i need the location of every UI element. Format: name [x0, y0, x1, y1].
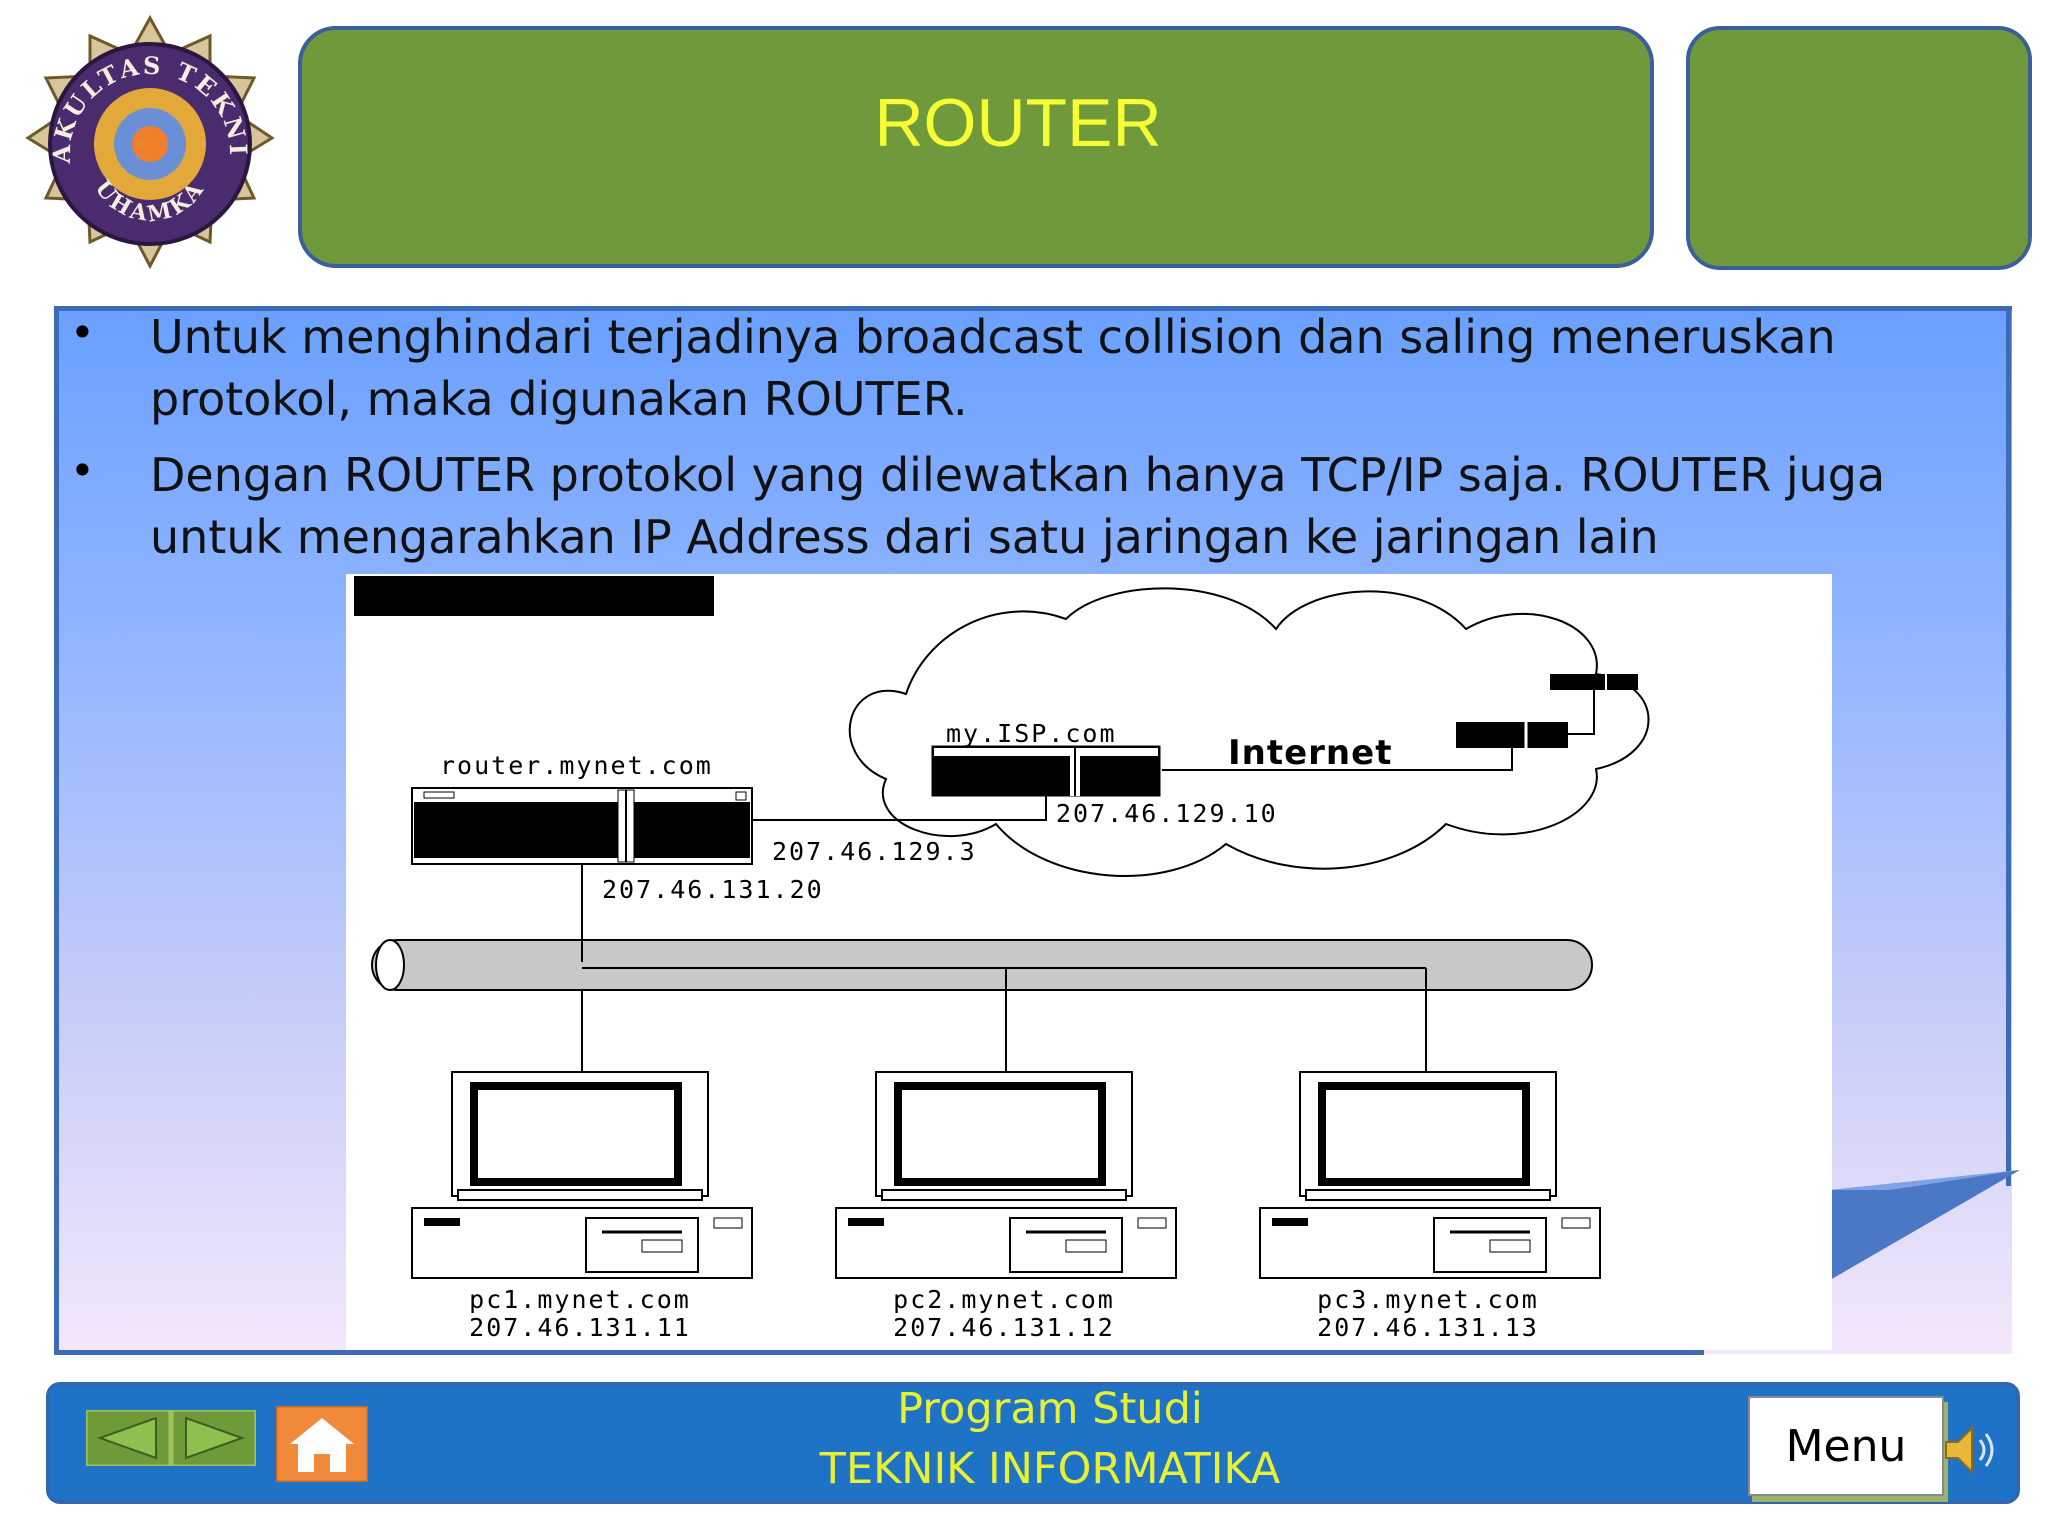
arrow-left-icon	[97, 1416, 157, 1460]
home-icon	[290, 1418, 354, 1472]
nav-buttons	[86, 1410, 256, 1466]
router-name-label: router.mynet.com	[440, 751, 713, 780]
faculty-logo: FAKULTAS TEKNIK UHAMKA	[10, 14, 275, 270]
footer-department: TEKNIK INFORMATIKA	[819, 1444, 1281, 1494]
isp-ip-label: 207.46.129.10	[1056, 799, 1278, 828]
pc-name-label: pc3.mynet.com	[1317, 1285, 1539, 1314]
slide-title: ROUTER	[874, 85, 1162, 161]
pc-1	[411, 1071, 753, 1279]
internet-label: Internet	[1228, 733, 1392, 773]
bullet-text-2: Dengan ROUTER protokol yang dilewatkan h…	[150, 448, 1886, 564]
pc-3	[1259, 1071, 1601, 1279]
network-diagram: my.ISP.com Internet 207.46.129.10 router…	[346, 574, 1832, 1350]
page-curl-decoration	[1830, 1170, 2020, 1280]
side-banner	[1686, 26, 2032, 270]
footer-bar	[46, 1382, 2020, 1504]
title-banner	[298, 26, 1654, 268]
menu-button[interactable]: Menu	[1748, 1396, 1944, 1496]
pc-ip-label: 207.46.131.11	[469, 1313, 691, 1342]
pc-name-label: pc1.mynet.com	[469, 1285, 691, 1314]
bullet-marker: •	[70, 446, 95, 495]
pc-ip-label: 207.46.131.12	[893, 1313, 1115, 1342]
network-bus	[371, 939, 1593, 991]
bullet-text-1: Untuk menghindari terjadinya broadcast c…	[150, 310, 1836, 426]
prev-button[interactable]	[86, 1410, 172, 1466]
speaker-icon[interactable]	[1940, 1420, 2000, 1480]
router-wan-ip-label: 207.46.129.3	[772, 837, 977, 866]
arrow-right-icon	[185, 1416, 245, 1460]
isp-name-label: my.ISP.com	[946, 719, 1117, 748]
pc-ip-label: 207.46.131.13	[1317, 1313, 1539, 1342]
pc-name-label: pc2.mynet.com	[893, 1285, 1115, 1314]
internet-device	[1456, 722, 1568, 748]
bullet-marker: •	[70, 308, 95, 357]
internet-cloud	[848, 587, 1650, 877]
next-button[interactable]	[170, 1410, 256, 1466]
home-button[interactable]	[276, 1406, 368, 1482]
panel-edge-bottom	[54, 1350, 1704, 1355]
panel-edge	[2006, 306, 2011, 1186]
router-lan-ip-label: 207.46.131.20	[602, 875, 824, 904]
internet-device	[1550, 674, 1638, 690]
redaction-bar	[354, 576, 714, 616]
footer-program: Program Studi	[897, 1384, 1203, 1434]
pc-2	[835, 1071, 1177, 1279]
